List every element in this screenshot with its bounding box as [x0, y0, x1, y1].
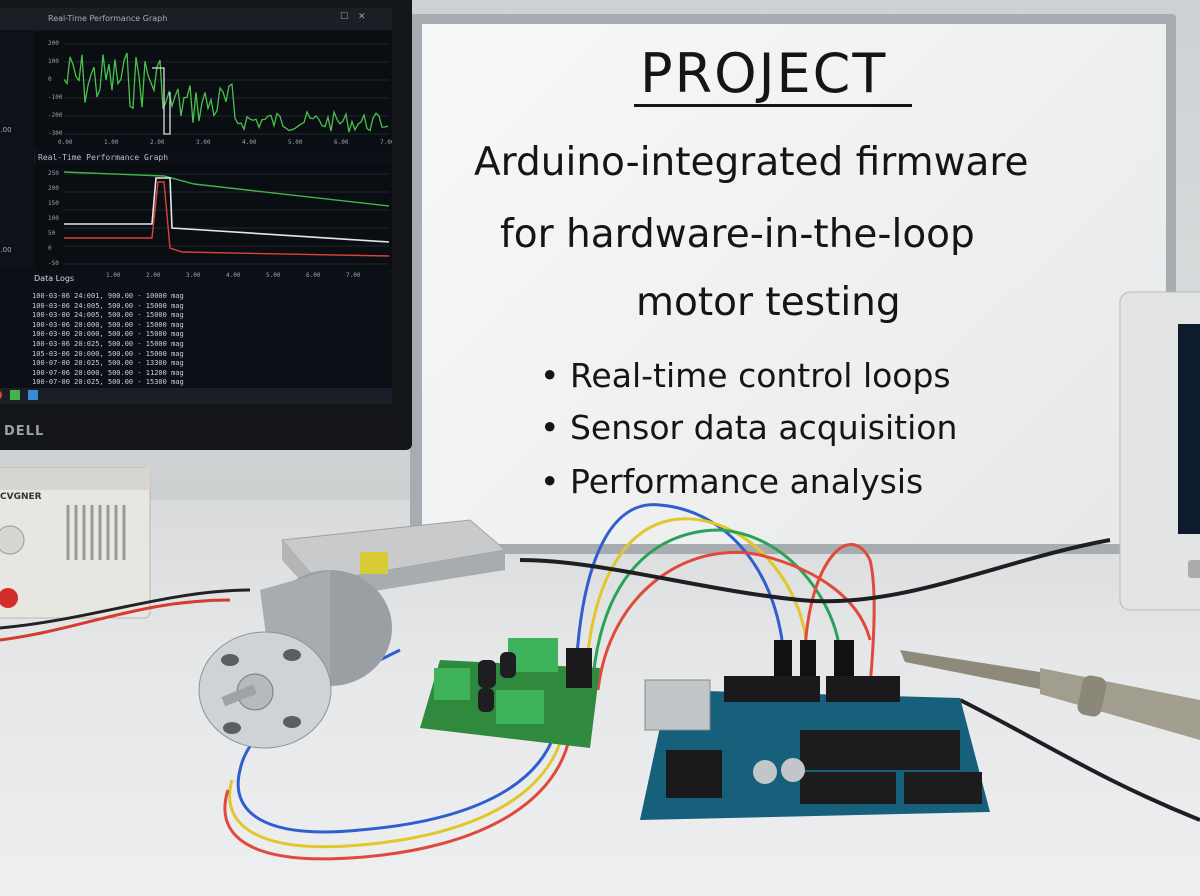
window-titlebar: Real-Time Performance Graph ✕ ☐: [0, 8, 392, 30]
browser-icon[interactable]: [0, 390, 2, 400]
tick-label: -50: [48, 260, 59, 267]
monitor: Real-Time Performance Graph ✕ ☐ 3.00 0.0…: [0, 0, 412, 450]
log-line: 100-03-00 24:005, 500.00 - 15000 mag: [32, 311, 184, 320]
tick-label: 0: [48, 245, 52, 252]
tick-label: 100: [48, 215, 59, 222]
series-green: [63, 171, 390, 207]
oscilloscope-probe: [900, 650, 1200, 740]
log-line: 100-03-06 24:005, 500.00 - 15000 mag: [32, 301, 184, 310]
tick-label: -100: [48, 94, 63, 101]
maximize-icon[interactable]: ☐: [340, 12, 349, 22]
side-value: 3.00: [0, 126, 12, 134]
monitor-brand-logo: DELL: [4, 424, 45, 439]
tick-label: 250: [48, 170, 59, 177]
jumper-wires: [0, 503, 1200, 861]
whiteboard: [410, 14, 1176, 554]
tick-label: -300: [48, 130, 63, 137]
motor-driver-board: [420, 638, 600, 748]
monitor-screen: Real-Time Performance Graph ✕ ☐ 3.00 0.0…: [0, 8, 392, 404]
bullet-item: • Sensor data acquisition: [540, 408, 958, 447]
tick-label: 0.00: [58, 139, 73, 146]
log-line: 100-03-06 24:001, 900.00 - 10000 mag: [32, 292, 184, 300]
chart2-title: Real-Time Performance Graph: [38, 153, 169, 162]
series-line-1b: [152, 67, 171, 135]
tick-label: 200: [48, 185, 59, 192]
tick-label: 100: [48, 58, 59, 65]
log-line: 100-07-00 20:025, 500.00 - 15300 mag: [32, 378, 184, 387]
tick-label: 5.00: [288, 139, 303, 146]
title-underline: [634, 104, 912, 107]
tick-label: 6.00: [334, 139, 349, 146]
arduino-board: [640, 640, 990, 820]
log-line: 105-03-06 20:000, 500.00 - 15000 mag: [32, 349, 184, 358]
bullet-item: • Performance analysis: [540, 462, 924, 501]
bench-power-supply: [0, 467, 151, 619]
series-white: [64, 177, 390, 243]
close-icon[interactable]: ✕: [358, 12, 366, 22]
tick-label: -200: [48, 112, 63, 119]
tick-label: 1.00: [106, 272, 121, 279]
tick-label: 2.00: [146, 272, 161, 279]
tick-label: 7.00: [346, 272, 361, 279]
tick-label: 4.00: [242, 139, 257, 146]
tick-label: 5.00: [266, 272, 281, 279]
tick-label: 4.00: [226, 272, 241, 279]
tick-label: 1.00: [104, 139, 119, 146]
whiteboard-surface: [422, 24, 1166, 544]
whiteboard-title: PROJECT: [640, 42, 888, 105]
app-icon[interactable]: [10, 390, 20, 400]
taskbar: [0, 388, 392, 404]
side-value: 0.00: [0, 246, 12, 254]
log-line: 100-07-00 20:025, 500.00 - 13300 mag: [32, 359, 184, 368]
chart1-title: Real-Time Performance Graph: [48, 14, 168, 23]
bullet-text: Sensor data acquisition: [569, 408, 958, 447]
terminal-icon[interactable]: [28, 390, 38, 400]
log-line: 100-03-00 20:000, 500.00 - 15000 mag: [32, 330, 184, 339]
log-line: 100-03-06 20:025, 500.00 - 15000 mag: [32, 339, 184, 348]
tick-label: 200: [48, 40, 59, 47]
tick-label: 50: [48, 230, 56, 237]
tick-label: 7.00: [380, 139, 392, 146]
log-line: 100-03-06 20:000, 500.00 - 15000 mag: [32, 320, 184, 329]
series-line-1: [63, 52, 389, 133]
tick-label: 0: [48, 76, 52, 83]
logs-title: Data Logs: [34, 274, 75, 283]
tick-label: 2.00: [150, 139, 165, 146]
tick-label: 3.00: [186, 272, 201, 279]
tick-label: 3.00: [196, 139, 211, 146]
performance-chart-2: [34, 164, 392, 270]
side-panel-1: [0, 30, 35, 148]
whiteboard-line-1: Arduino-integrated firmware: [474, 140, 1029, 185]
tick-label: 150: [48, 200, 59, 207]
oscilloscope: [1119, 291, 1200, 611]
bullet-item: • Real-time control loops: [540, 356, 951, 395]
series-red: [64, 181, 390, 257]
tick-label: 6.00: [306, 272, 321, 279]
dc-motor: [198, 570, 392, 749]
power-supply-label: CVGNER: [0, 492, 42, 502]
bullet-text: Real-time control loops: [569, 356, 951, 395]
whiteboard-line-2: for hardware-in-the-loop: [500, 212, 975, 257]
bullet-text: Performance analysis: [569, 462, 924, 501]
whiteboard-line-3: motor testing: [636, 280, 901, 325]
log-line: 100-07-06 20:000, 500.00 - 11200 mag: [32, 368, 184, 377]
performance-chart-1: [34, 32, 392, 150]
